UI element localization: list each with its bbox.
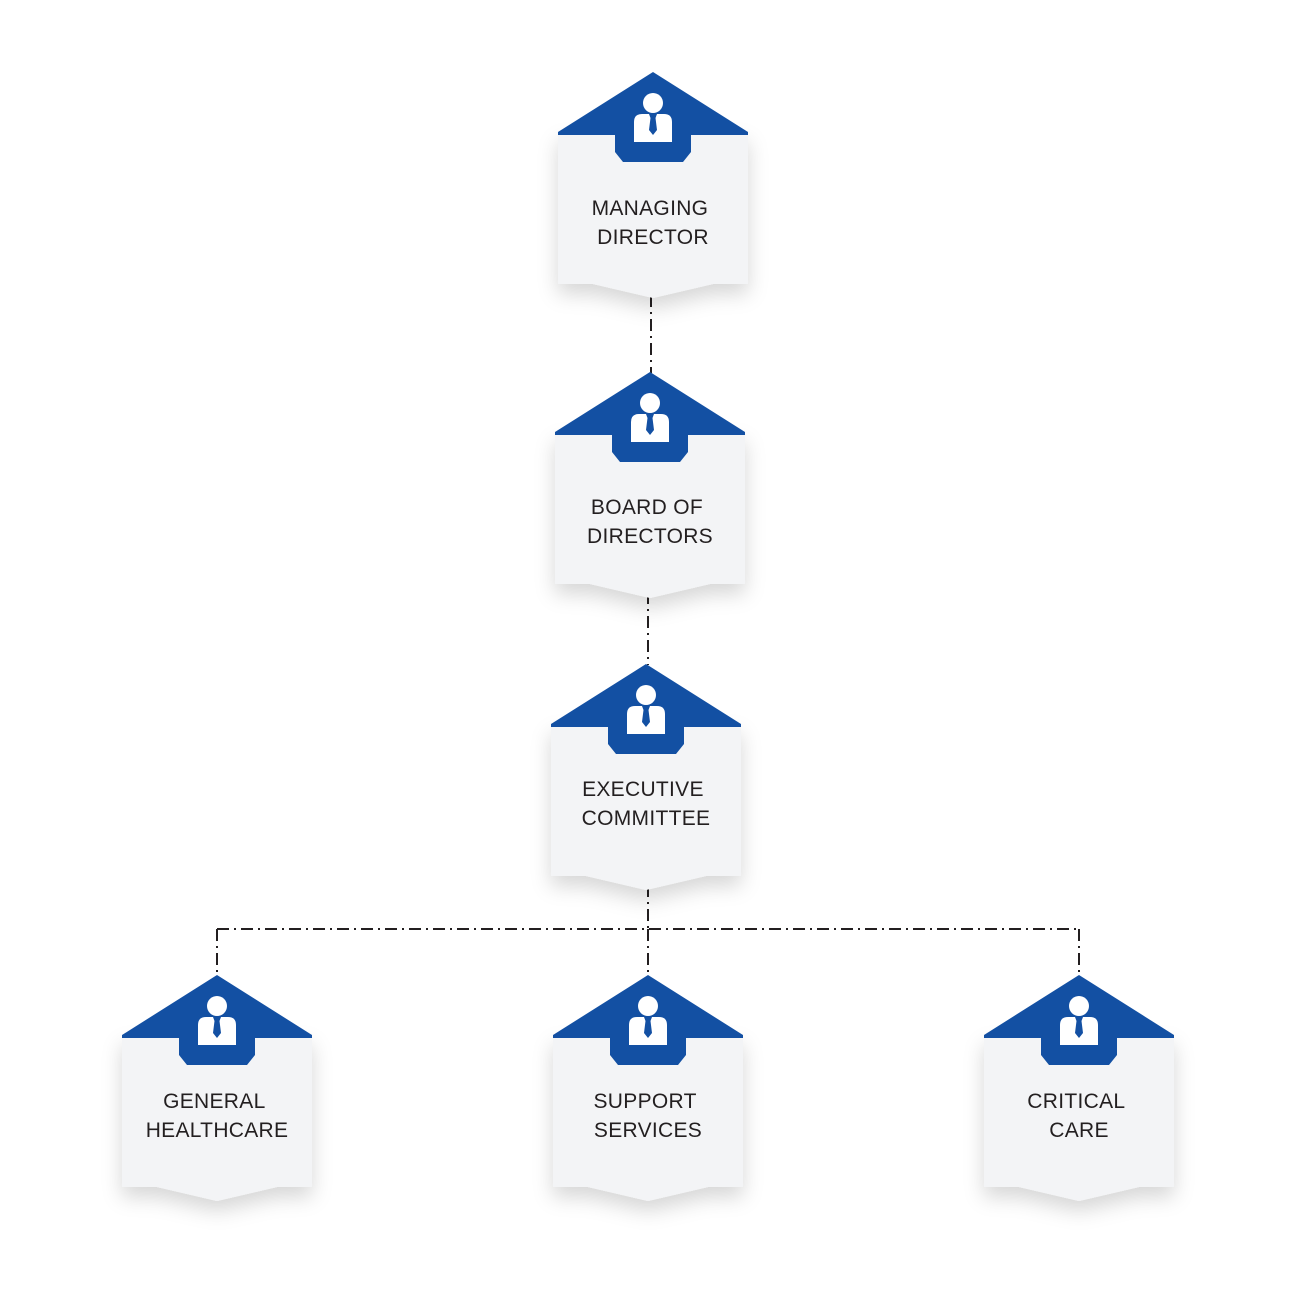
person-icon (629, 996, 667, 1045)
card-body (984, 1035, 1174, 1201)
person-icon (631, 393, 669, 442)
org-node-support-services: SUPPORT SERVICES (553, 975, 743, 1201)
node-label-line1: GENERAL (163, 1090, 265, 1113)
person-icon (627, 685, 665, 734)
node-label-line1: SUPPORT (594, 1090, 697, 1113)
node-label-line2: DIRECTORS (587, 525, 713, 548)
node-label-line1: CRITICAL (1027, 1090, 1124, 1113)
card-body (558, 132, 748, 298)
org-node-critical-care: CRITICAL CARE (984, 975, 1174, 1201)
org-node-board-of-directors: BOARD OF DIRECTORS (555, 372, 745, 598)
card-body (555, 432, 745, 598)
node-label-line2: CARE (1049, 1119, 1109, 1142)
person-icon (1060, 996, 1098, 1045)
node-label: EXECUTIVE COMMITTEE (582, 778, 711, 830)
card-body (553, 1035, 743, 1201)
person-icon (198, 996, 236, 1045)
node-label-line2: SERVICES (594, 1119, 702, 1142)
node-label: BOARD OF DIRECTORS (587, 496, 713, 548)
node-label-line1: MANAGING (592, 197, 709, 220)
org-node-executive-committee: EXECUTIVE COMMITTEE (551, 664, 741, 890)
node-label-line1: EXECUTIVE (582, 778, 704, 801)
node-label-line1: BOARD OF (591, 496, 703, 519)
node-label: CRITICAL CARE (1027, 1090, 1130, 1142)
org-node-general-healthcare: GENERAL HEALTHCARE (122, 975, 312, 1201)
node-label-line2: HEALTHCARE (146, 1119, 289, 1142)
node-label-line2: COMMITTEE (582, 807, 711, 830)
person-icon (634, 93, 672, 142)
org-node-managing-director: MANAGING DIRECTOR (558, 72, 748, 298)
card-body (551, 724, 741, 890)
connectors (216, 295, 1080, 976)
node-label: SUPPORT SERVICES (594, 1090, 703, 1142)
node-label: GENERAL HEALTHCARE (146, 1090, 289, 1142)
card-body (122, 1035, 312, 1201)
node-label-line2: DIRECTOR (597, 226, 709, 249)
node-label: MANAGING DIRECTOR (592, 197, 715, 249)
